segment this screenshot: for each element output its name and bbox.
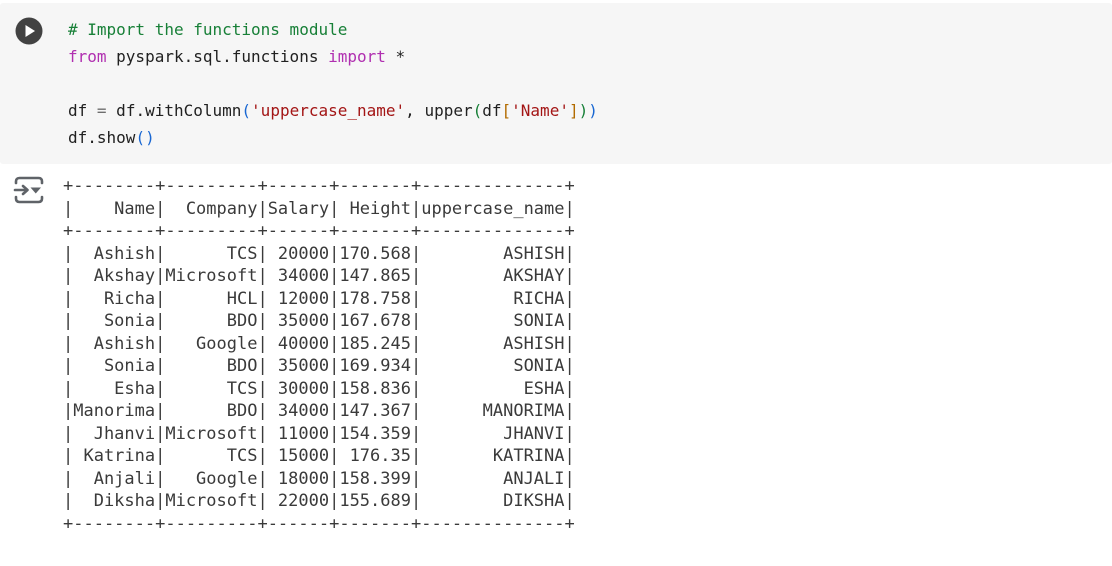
notebook-page: # Import the functions module from pyspar… (0, 3, 1112, 566)
code-cell: # Import the functions module from pyspar… (0, 3, 1112, 164)
code-line[interactable]: df.show() (68, 124, 1100, 151)
run-cell-button[interactable] (15, 17, 43, 45)
code-editor[interactable]: # Import the functions module from pyspar… (68, 16, 1100, 151)
code-token-paren1: ( (241, 101, 252, 120)
output-icon-dropdown-triangle (30, 187, 41, 194)
code-token-paren3: [ (501, 101, 512, 120)
code-token-plain: df.withColumn (106, 101, 242, 120)
code-token-plain: df (482, 101, 502, 120)
code-line[interactable]: df = df.withColumn('uppercase_name', upp… (68, 97, 1100, 124)
code-token-plain: * (385, 47, 406, 66)
code-token-keyword: import (328, 47, 386, 66)
code-token-plain: pyspark.sql.functions (106, 47, 329, 66)
output-icon-arrow-head (21, 184, 29, 196)
code-token-keyword: from (68, 47, 107, 66)
code-token-string: 'Name' (511, 101, 569, 120)
code-token-paren2: ( (472, 101, 483, 120)
code-token-paren1: ) (588, 101, 598, 120)
code-line[interactable] (68, 70, 1100, 97)
code-token-paren1: () (135, 128, 155, 147)
output-area: +--------+---------+------+-------+-----… (0, 164, 1112, 535)
output-icon-top-bracket (14, 176, 44, 185)
output-icon-bottom-bracket (14, 195, 44, 204)
code-token-comment: # Import the functions module (68, 20, 348, 39)
code-line[interactable]: # Import the functions module (68, 16, 1100, 43)
output-text: +--------+---------+------+-------+-----… (63, 176, 575, 534)
code-token-string: 'uppercase_name' (251, 101, 406, 120)
code-token-plain: df.show (68, 128, 136, 147)
play-icon (25, 25, 35, 37)
code-token-paren2: ) (578, 101, 589, 120)
code-token-plain: , upper (405, 101, 473, 120)
code-token-plain: df (68, 101, 97, 120)
code-line[interactable]: from pyspark.sql.functions import * (68, 43, 1100, 70)
output-gutter (0, 164, 63, 207)
output-toggle-icon[interactable] (11, 173, 47, 207)
code-token-paren3: ] (568, 101, 579, 120)
code-token-operator: = (96, 101, 107, 120)
